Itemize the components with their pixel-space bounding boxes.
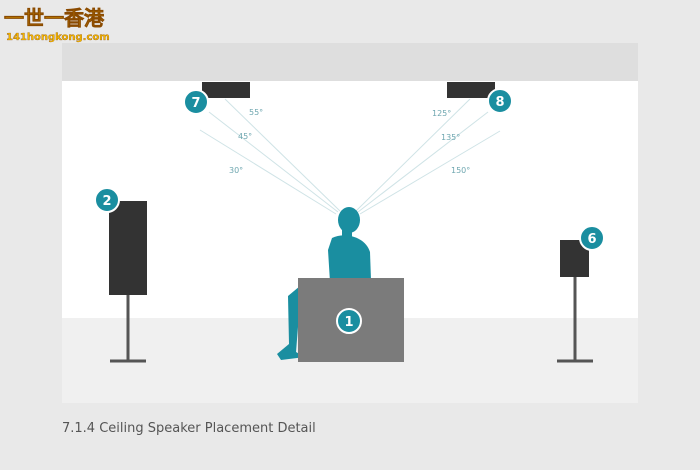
site-watermark: 一世一香港 141hongkong.com bbox=[4, 6, 110, 43]
ceiling-band bbox=[62, 43, 638, 81]
ray-front-55 bbox=[224, 98, 341, 212]
listener-torso bbox=[328, 235, 371, 282]
watermark-title: 一世一香港 bbox=[4, 6, 105, 30]
diagram-caption: 7.1.4 Ceiling Speaker Placement Detail bbox=[62, 421, 316, 436]
listener-legs bbox=[277, 284, 332, 360]
ray-rear-125 bbox=[355, 98, 471, 212]
angle-label-rear-125: 125° bbox=[432, 109, 451, 118]
speaker-front-left-cabinet bbox=[109, 201, 147, 295]
ray-rear-150 bbox=[359, 130, 501, 215]
angle-label-front-55: 55° bbox=[249, 108, 263, 117]
badge-ceiling-front-number: 7 bbox=[191, 96, 200, 111]
ray-front-30 bbox=[199, 129, 337, 215]
badge-ceiling-rear: 8 bbox=[487, 88, 513, 114]
angle-label-front-30: 30° bbox=[229, 166, 243, 175]
badge-ceiling-front: 7 bbox=[183, 89, 209, 115]
watermark-url: 141hongkong.com bbox=[6, 32, 110, 43]
badge-side-right-number: 6 bbox=[587, 232, 596, 247]
angle-label-rear-150: 150° bbox=[451, 166, 470, 175]
badge-front-left: 2 bbox=[94, 187, 120, 213]
ceiling-speaker-rear bbox=[447, 82, 495, 98]
ray-front-45 bbox=[208, 111, 339, 213]
ceiling-speaker-front bbox=[202, 82, 250, 98]
badge-ceiling-rear-number: 8 bbox=[495, 95, 504, 110]
angle-rays bbox=[199, 98, 501, 215]
badge-seat-number: 1 bbox=[344, 315, 353, 330]
listener-figure bbox=[277, 207, 371, 360]
listener-neck bbox=[342, 230, 352, 239]
listener-head bbox=[338, 207, 360, 233]
badge-side-right: 6 bbox=[579, 225, 605, 251]
badge-front-left-number: 2 bbox=[102, 194, 111, 209]
badge-seat: 1 bbox=[336, 308, 362, 334]
angle-label-rear-135: 135° bbox=[441, 133, 460, 142]
speaker-front-left bbox=[109, 201, 147, 363]
speaker-side-right bbox=[557, 240, 593, 363]
angle-label-front-45: 45° bbox=[238, 132, 252, 141]
ray-rear-135 bbox=[357, 111, 489, 213]
